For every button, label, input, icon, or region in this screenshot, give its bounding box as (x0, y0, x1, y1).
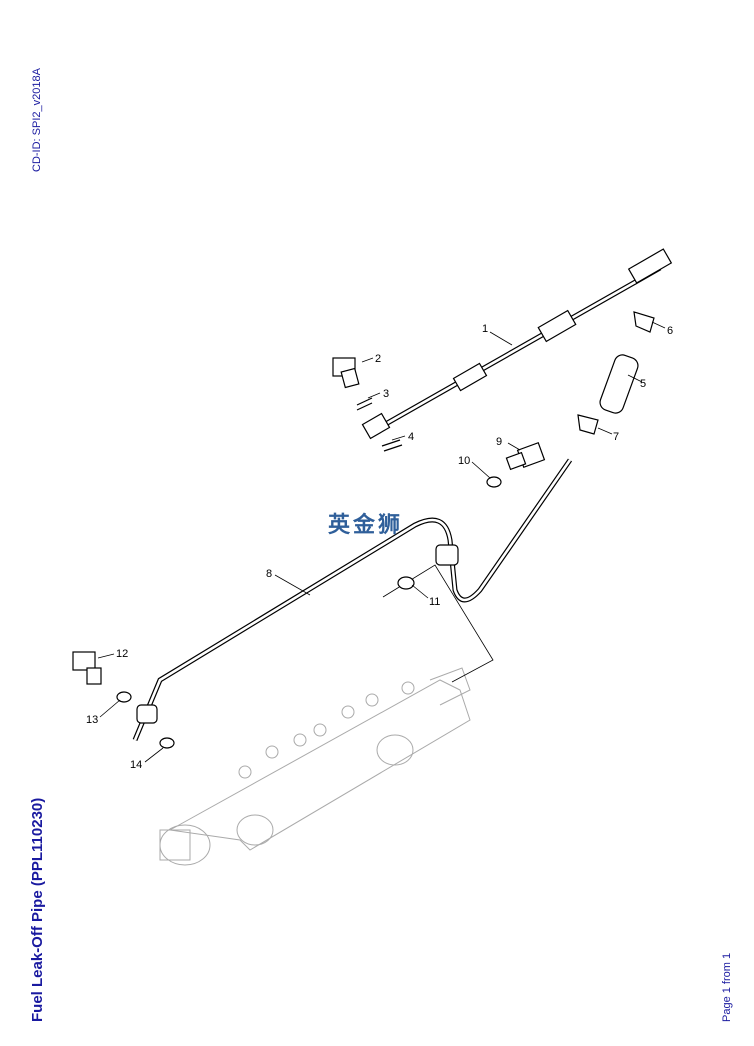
callout-11: 11 (429, 596, 440, 608)
pipe-8 (132, 458, 573, 741)
pipe-1 (361, 248, 673, 440)
callout-12: 12 (116, 648, 128, 660)
callout-labels: 1 2 3 4 5 6 7 8 9 10 11 12 13 14 (86, 323, 673, 771)
callout-9: 9 (496, 436, 502, 448)
fuel-rail (159, 667, 471, 866)
clip-7 (577, 414, 599, 435)
callout-7: 7 (613, 431, 619, 443)
watermark: 英金狮 (328, 513, 404, 538)
washer-14 (159, 737, 175, 749)
washer-10 (486, 476, 502, 488)
callout-5: 5 (640, 378, 646, 390)
callout-1: 1 (482, 323, 488, 335)
washer-11 (397, 576, 415, 590)
callout-10: 10 (458, 455, 470, 467)
callout-2: 2 (375, 353, 381, 365)
bolt-12 (72, 651, 96, 671)
hose-5 (599, 354, 639, 414)
clip-6 (633, 311, 655, 333)
callout-8: 8 (266, 568, 272, 580)
callout-4: 4 (408, 431, 414, 443)
callout-14: 14 (130, 759, 142, 771)
washer-13 (116, 691, 132, 703)
callout-3: 3 (383, 388, 389, 400)
callout-6: 6 (667, 325, 673, 337)
callout-13: 13 (86, 714, 98, 726)
